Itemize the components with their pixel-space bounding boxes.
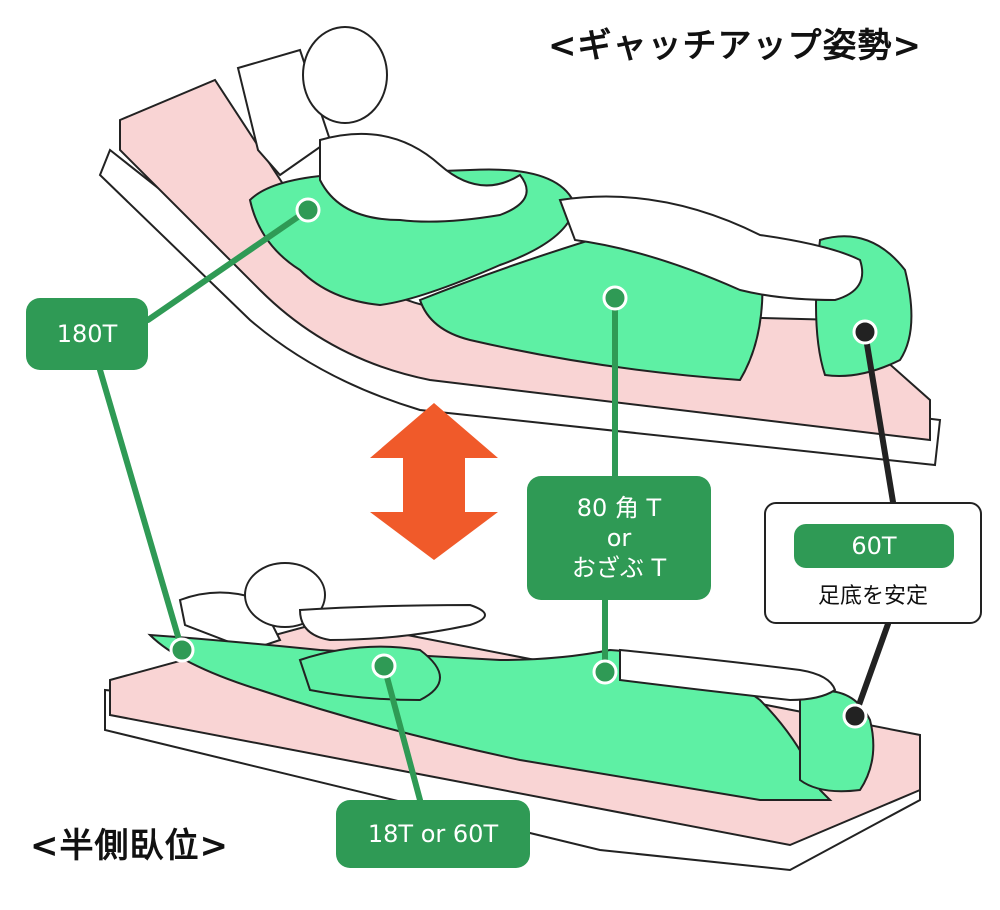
dot-180t-top xyxy=(295,197,321,223)
connector-60t-top xyxy=(862,329,896,505)
dot-180t-bottom xyxy=(169,637,195,663)
dot-60t-top xyxy=(852,319,878,345)
bottom-person-body xyxy=(298,603,486,642)
dot-18t xyxy=(371,653,397,679)
label-180t: 180T xyxy=(26,298,148,370)
connector-dots xyxy=(169,197,878,729)
connector-180t-top xyxy=(145,207,311,323)
dot-80t-top xyxy=(602,285,628,311)
title-gatch-up-position: <ギャッチアップ姿勢> xyxy=(548,26,922,66)
label-80t-line2: or xyxy=(606,524,632,552)
callout-60t: 60T 足底を安定 xyxy=(764,502,982,624)
bottom-bed xyxy=(104,562,921,872)
top-bed xyxy=(98,26,942,467)
bottom-person xyxy=(244,562,837,702)
bottom-person-legs xyxy=(619,648,837,702)
connector-60t-bottom xyxy=(852,621,891,719)
dot-80t-bottom xyxy=(592,659,618,685)
label-80t-line1: 80 角 T xyxy=(576,494,662,522)
title-semi-side-lying-position: <半側臥位> xyxy=(30,826,229,866)
caption-stabilize-soles: 足底を安定 xyxy=(817,584,928,609)
top-person-torso xyxy=(319,132,528,223)
top-person xyxy=(302,26,864,302)
top-person-legs xyxy=(558,195,864,302)
connector-180t-bottom xyxy=(97,367,185,653)
label-60t: 60T xyxy=(794,524,954,568)
transition-arrow-icon xyxy=(370,403,498,560)
top-person-head xyxy=(302,26,388,124)
label-18t-or-60t: 18T or 60T xyxy=(336,800,530,868)
bottom-cushion-knee xyxy=(298,645,441,702)
connectors xyxy=(97,207,896,803)
label-80t-line3: おざぶ T xyxy=(571,554,667,582)
dot-60t-bottom xyxy=(842,703,868,729)
label-80t-or-ozabu-t: 80 角 T or おざぶ T xyxy=(527,476,711,600)
connector-18t xyxy=(381,663,423,803)
